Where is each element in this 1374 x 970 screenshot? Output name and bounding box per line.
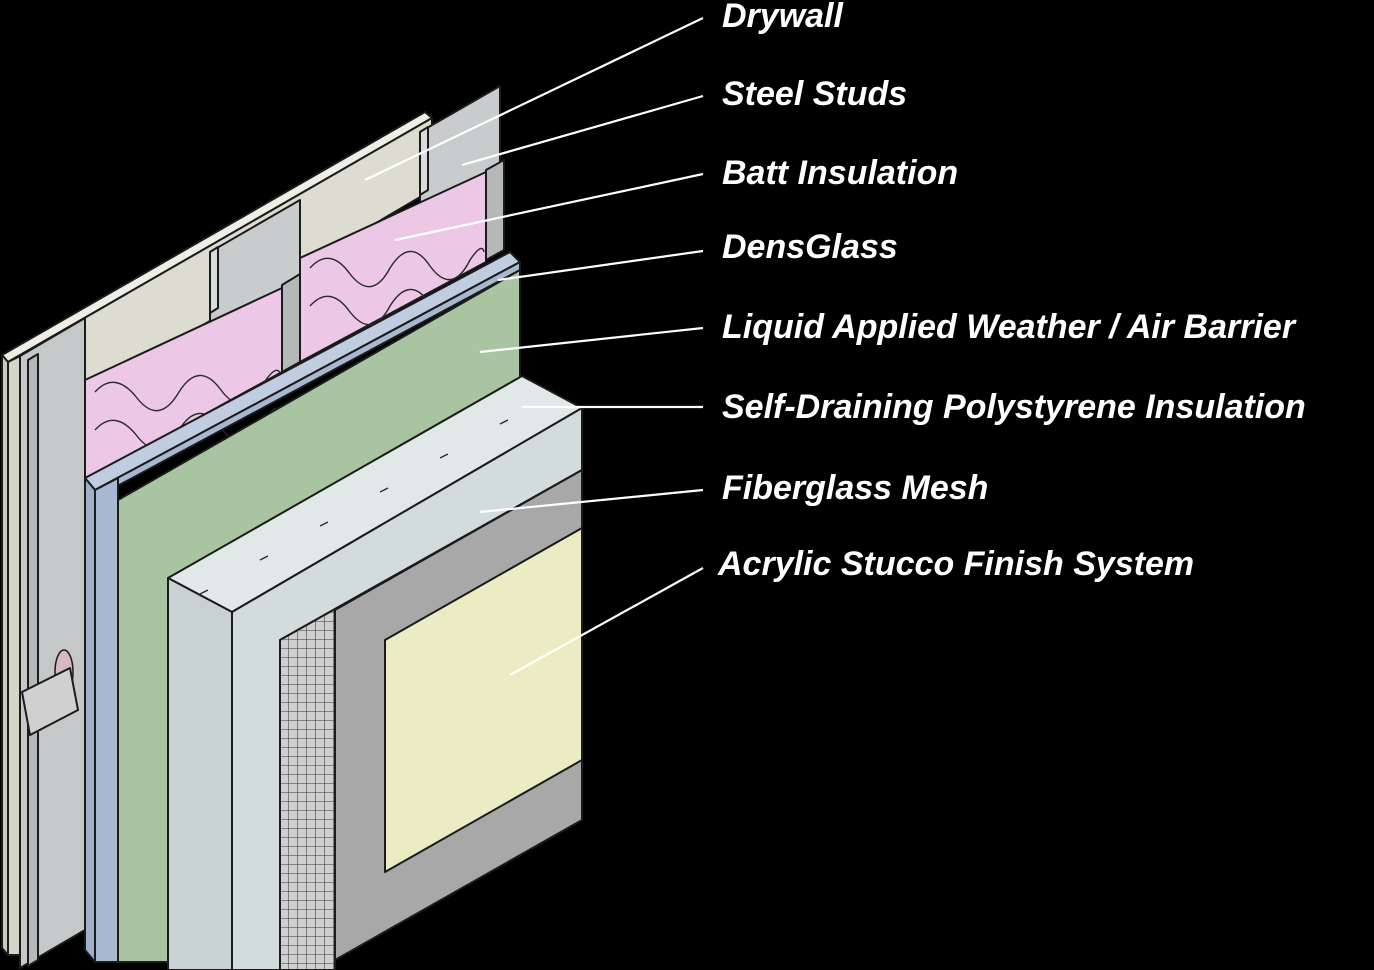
label-densglass: DensGlass: [722, 228, 898, 266]
steel-stud-right-flange: [485, 159, 505, 261]
label-weather-barrier: Liquid Applied Weather / Air Barrier: [722, 308, 1297, 346]
label-stucco-finish: Acrylic Stucco Finish System: [717, 545, 1194, 583]
leader-batt-insulation: [394, 172, 704, 242]
label-batt-insulation: Batt Insulation: [722, 154, 958, 192]
steel-stud-left-flange: [27, 353, 39, 967]
stucco-layer: [334, 469, 583, 961]
label-steel-studs: Steel Studs: [722, 75, 907, 113]
polystyrene-side: [167, 577, 233, 970]
densglass-strip: [94, 477, 119, 963]
steel-stud-middle-flange: [281, 273, 301, 373]
stud-cavity-layer: [19, 85, 505, 969]
label-polystyrene-insulation: Self-Draining Polystyrene Insulation: [722, 388, 1306, 426]
wall-clip: [21, 649, 79, 736]
label-drywall: Drywall: [722, 0, 844, 35]
leader-steel-studs: [461, 94, 704, 167]
drywall-left-strip: [7, 355, 21, 956]
polystyrene-grooves: [199, 419, 509, 595]
leader-fiberglass-mesh: [479, 488, 704, 514]
leader-densglass: [497, 249, 704, 282]
leader-stucco-finish: [509, 567, 704, 676]
stucco-finish-coat: [384, 527, 583, 873]
leader-weather-barrier: [479, 326, 704, 354]
densglass-edge: [84, 477, 96, 963]
wall-clip-plate: [21, 667, 79, 736]
steel-stud-right-lip: [419, 126, 429, 196]
leader-drywall: [364, 17, 704, 181]
polystyrene-layer: [167, 375, 583, 970]
label-fiberglass-mesh: Fiberglass Mesh: [722, 469, 988, 507]
densglass-layer: [84, 251, 521, 963]
batt-insulation-right: [299, 171, 487, 363]
steel-stud-middle-lip: [209, 246, 219, 314]
leader-lines: [364, 17, 704, 676]
labels: Drywall Steel Studs Batt Insulation Dens…: [717, 0, 1306, 583]
